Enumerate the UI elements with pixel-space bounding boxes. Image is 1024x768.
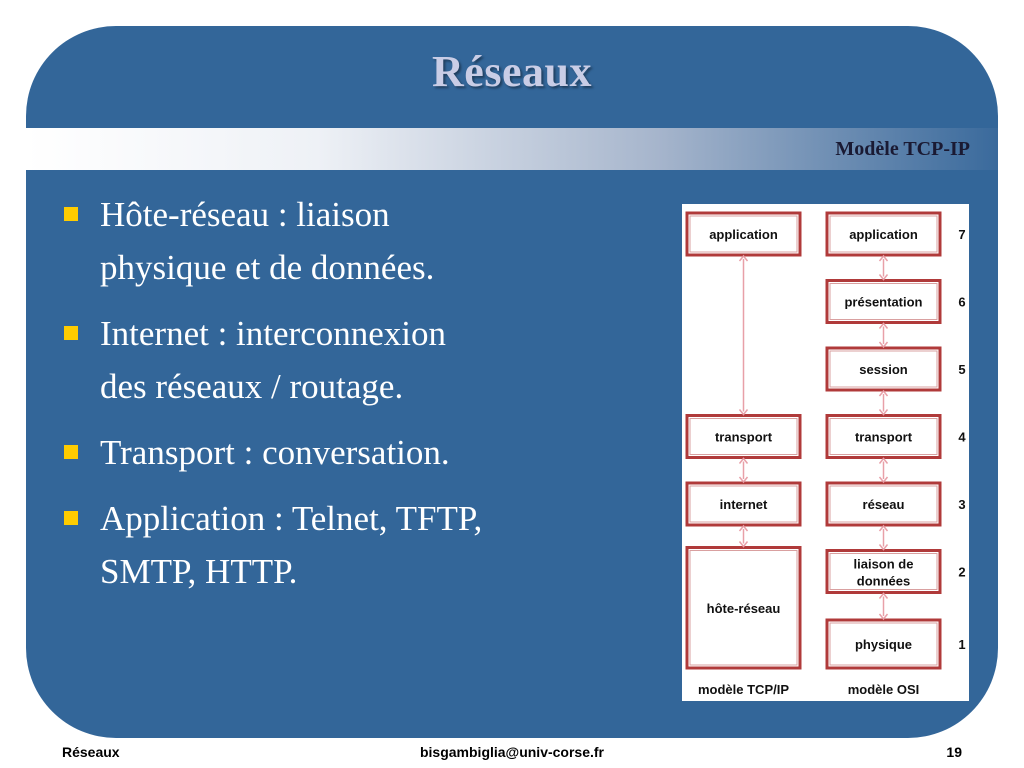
footer-page-number: 19: [946, 744, 962, 760]
tcpip-layer-label: internet: [720, 497, 768, 512]
osi-layer-label: application: [849, 227, 918, 242]
osi-layer-box-inner: [829, 215, 938, 253]
tcpip-layer-box: [685, 546, 802, 670]
osi-layer-box-inner: [829, 622, 938, 666]
square-bullet-icon: [64, 326, 78, 340]
tcpip-layer-box-inner: [689, 550, 798, 666]
osi-layer-label: liaison de: [854, 557, 914, 572]
bullet-line: physique et de données.: [100, 248, 435, 287]
osi-layer-box: [825, 211, 942, 257]
osi-layer-number: 3: [958, 497, 965, 512]
osi-link-arrow: [878, 592, 889, 621]
square-bullet-icon: [64, 207, 78, 221]
bullet-line: SMTP, HTTP.: [100, 552, 298, 591]
osi-caption: modèle OSI: [848, 682, 920, 697]
osi-layer-label: transport: [855, 430, 913, 445]
osi-link-arrow: [878, 322, 889, 349]
osi-layer-number: 4: [958, 430, 966, 445]
tcpip-link-arrow: [738, 254, 749, 416]
osi-layer-number: 2: [958, 565, 965, 580]
tcpip-layer-box-inner: [689, 418, 798, 455]
osi-layer-label: physique: [855, 637, 912, 652]
bullet-item: Hôte-réseau : liaison physique et de don…: [62, 188, 622, 294]
osi-layer-box: [825, 549, 942, 594]
slide-title: Réseaux: [432, 47, 592, 96]
tcpip-layer-label: transport: [715, 430, 773, 445]
osi-layer-box-inner: [829, 350, 938, 388]
bullet-line: Internet : interconnexion: [100, 314, 446, 353]
bullet-list: Hôte-réseau : liaison physique et de don…: [62, 188, 622, 611]
square-bullet-icon: [64, 511, 78, 525]
tcpip-layer-label: application: [709, 227, 778, 242]
osi-layer-label: présentation: [844, 295, 922, 310]
bullet-line: Transport : conversation.: [100, 433, 450, 472]
osi-layer-box-inner: [829, 283, 938, 320]
tcpip-layer-box: [685, 211, 802, 257]
osi-layer-number: 1: [958, 637, 965, 652]
osi-layer-label: session: [859, 362, 907, 377]
footer-email: bisgambiglia@univ-corse.fr: [419, 744, 605, 760]
footer-title: Réseaux: [62, 744, 120, 760]
osi-layer-box-inner: [829, 418, 938, 455]
square-bullet-icon: [64, 445, 78, 459]
osi-layer-label: réseau: [863, 497, 905, 512]
bullet-item: Transport : conversation.: [62, 426, 622, 479]
osi-link-arrow: [878, 524, 889, 551]
osi-link-arrow: [878, 254, 889, 281]
subtitle-band: Modèle TCP-IP: [26, 128, 998, 170]
tcpip-link-arrow: [738, 457, 749, 484]
tcpip-layer-box-inner: [689, 485, 798, 523]
slide-subtitle: Modèle TCP-IP: [835, 138, 970, 160]
tcpip-link-arrow: [738, 524, 749, 548]
osi-layer-box-inner: [829, 553, 938, 590]
osi-link-arrow: [878, 457, 889, 484]
osi-layer-label: données: [857, 574, 910, 589]
tcpip-osi-diagram-svg: application 7 présentation 6 session 5 transpo…: [685, 211, 966, 697]
bullet-item: Internet : interconnexion des réseaux / …: [62, 307, 622, 413]
bullet-line: des réseaux / routage.: [100, 367, 404, 406]
osi-layer-number: 5: [958, 362, 965, 377]
bullet-line: Application : Telnet, TFTP,: [100, 499, 483, 538]
osi-link-arrow: [878, 389, 889, 416]
tcpip-layer-label: hôte-réseau: [707, 601, 781, 616]
tcpip-osi-diagram: application 7 présentation 6 session 5 transpo…: [682, 204, 969, 701]
tcpip-layer-box-inner: [689, 215, 798, 253]
osi-layer-number: 6: [958, 295, 965, 310]
tcpip-caption: modèle TCP/IP: [698, 682, 789, 697]
bullet-line: Hôte-réseau : liaison: [100, 195, 390, 234]
osi-layer-box-inner: [829, 485, 938, 523]
osi-layer-number: 7: [958, 227, 965, 242]
bullet-item: Application : Telnet, TFTP, SMTP, HTTP.: [62, 492, 622, 598]
